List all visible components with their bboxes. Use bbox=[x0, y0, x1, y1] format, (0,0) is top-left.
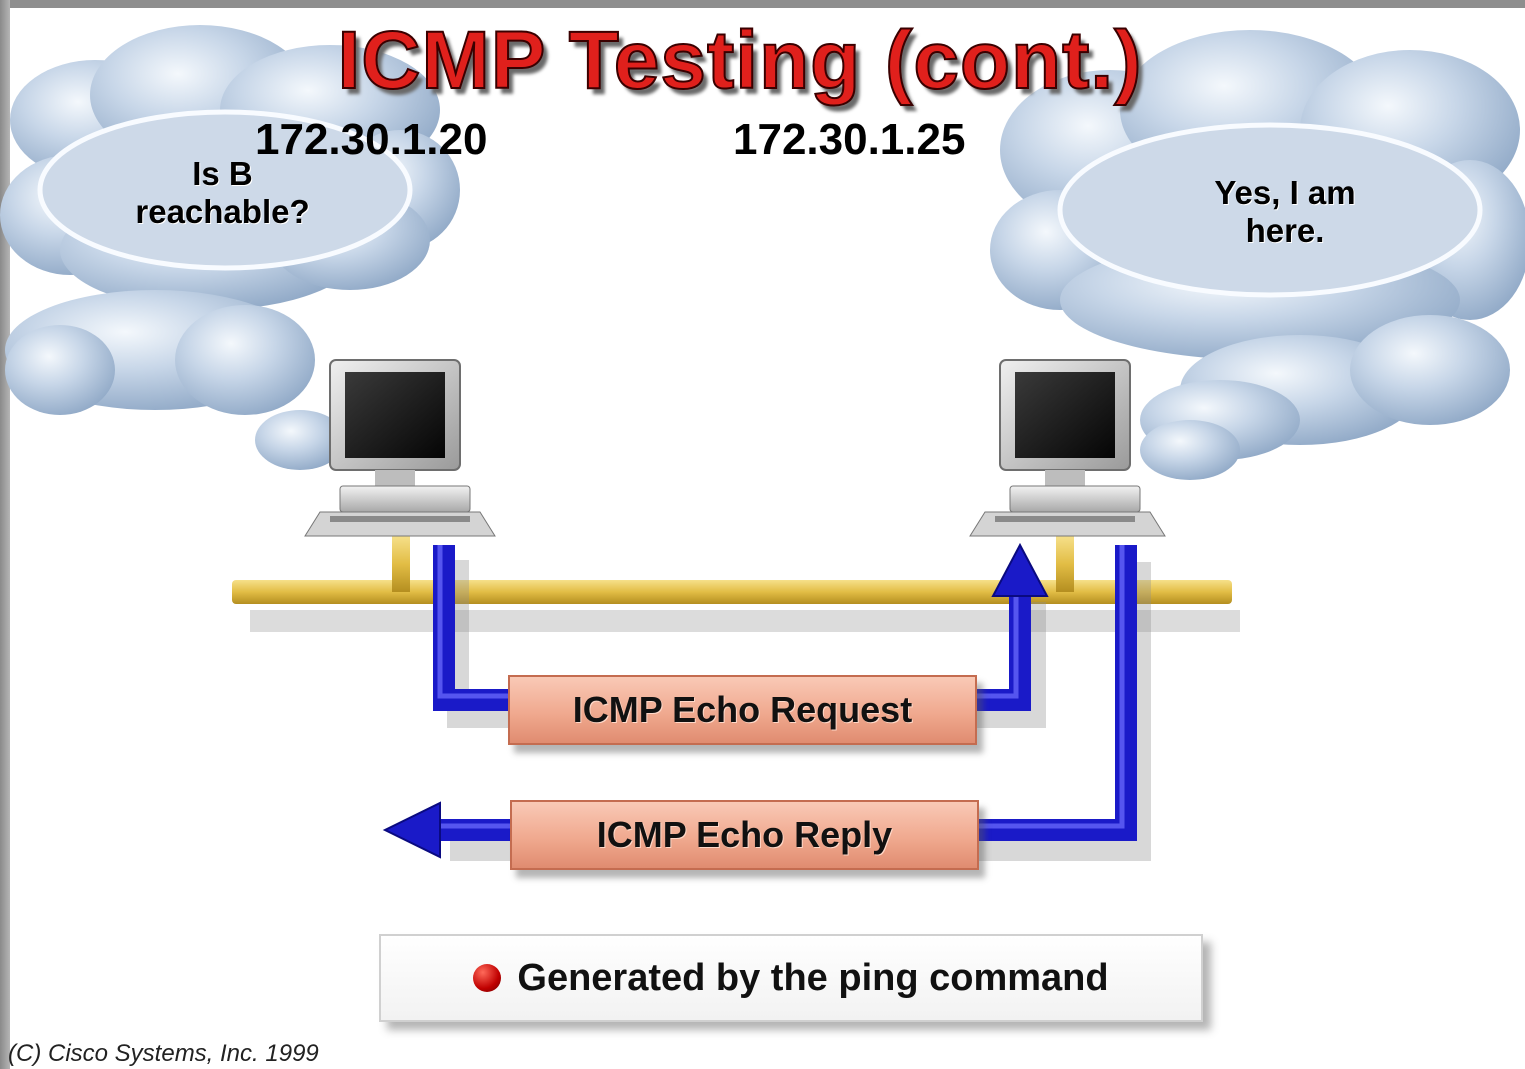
host-b-computer bbox=[969, 359, 1166, 537]
copyright-notice: (C) Cisco Systems, Inc. 1999 bbox=[8, 1040, 319, 1067]
legend-text: Generated by the ping command bbox=[517, 956, 1109, 999]
host-a-thought-line-2: reachable? bbox=[135, 193, 310, 230]
host-a-computer bbox=[304, 359, 496, 537]
request-arrowhead bbox=[991, 542, 1049, 597]
host-b-thought-line-1: Yes, I am bbox=[1214, 174, 1356, 211]
slide-frame-left bbox=[0, 0, 10, 1069]
host-b-ip-label: 172.30.1.25 bbox=[733, 115, 966, 164]
host-b-thought-text: Yes, I am here. bbox=[1160, 174, 1410, 250]
legend-box: Generated by the ping command bbox=[379, 934, 1203, 1022]
host-a-ip-label: 172.30.1.20 bbox=[255, 115, 488, 164]
reply-arrowhead bbox=[382, 801, 441, 859]
right-thought-cloud bbox=[990, 30, 1525, 480]
left-thought-cloud bbox=[0, 25, 460, 470]
echo-request-label: ICMP Echo Request bbox=[508, 675, 977, 745]
host-b-thought-line-2: here. bbox=[1245, 212, 1325, 249]
legend-bullet-icon bbox=[473, 964, 502, 992]
echo-reply-label: ICMP Echo Reply bbox=[510, 800, 979, 870]
slide-frame-top bbox=[0, 0, 1525, 8]
slide-title: ICMP Testing (cont.) bbox=[336, 14, 1143, 107]
host-a-thought-line-1: Is B bbox=[192, 155, 253, 192]
network-bus bbox=[232, 536, 1240, 632]
host-a-thought-text: Is B reachable? bbox=[100, 155, 345, 231]
